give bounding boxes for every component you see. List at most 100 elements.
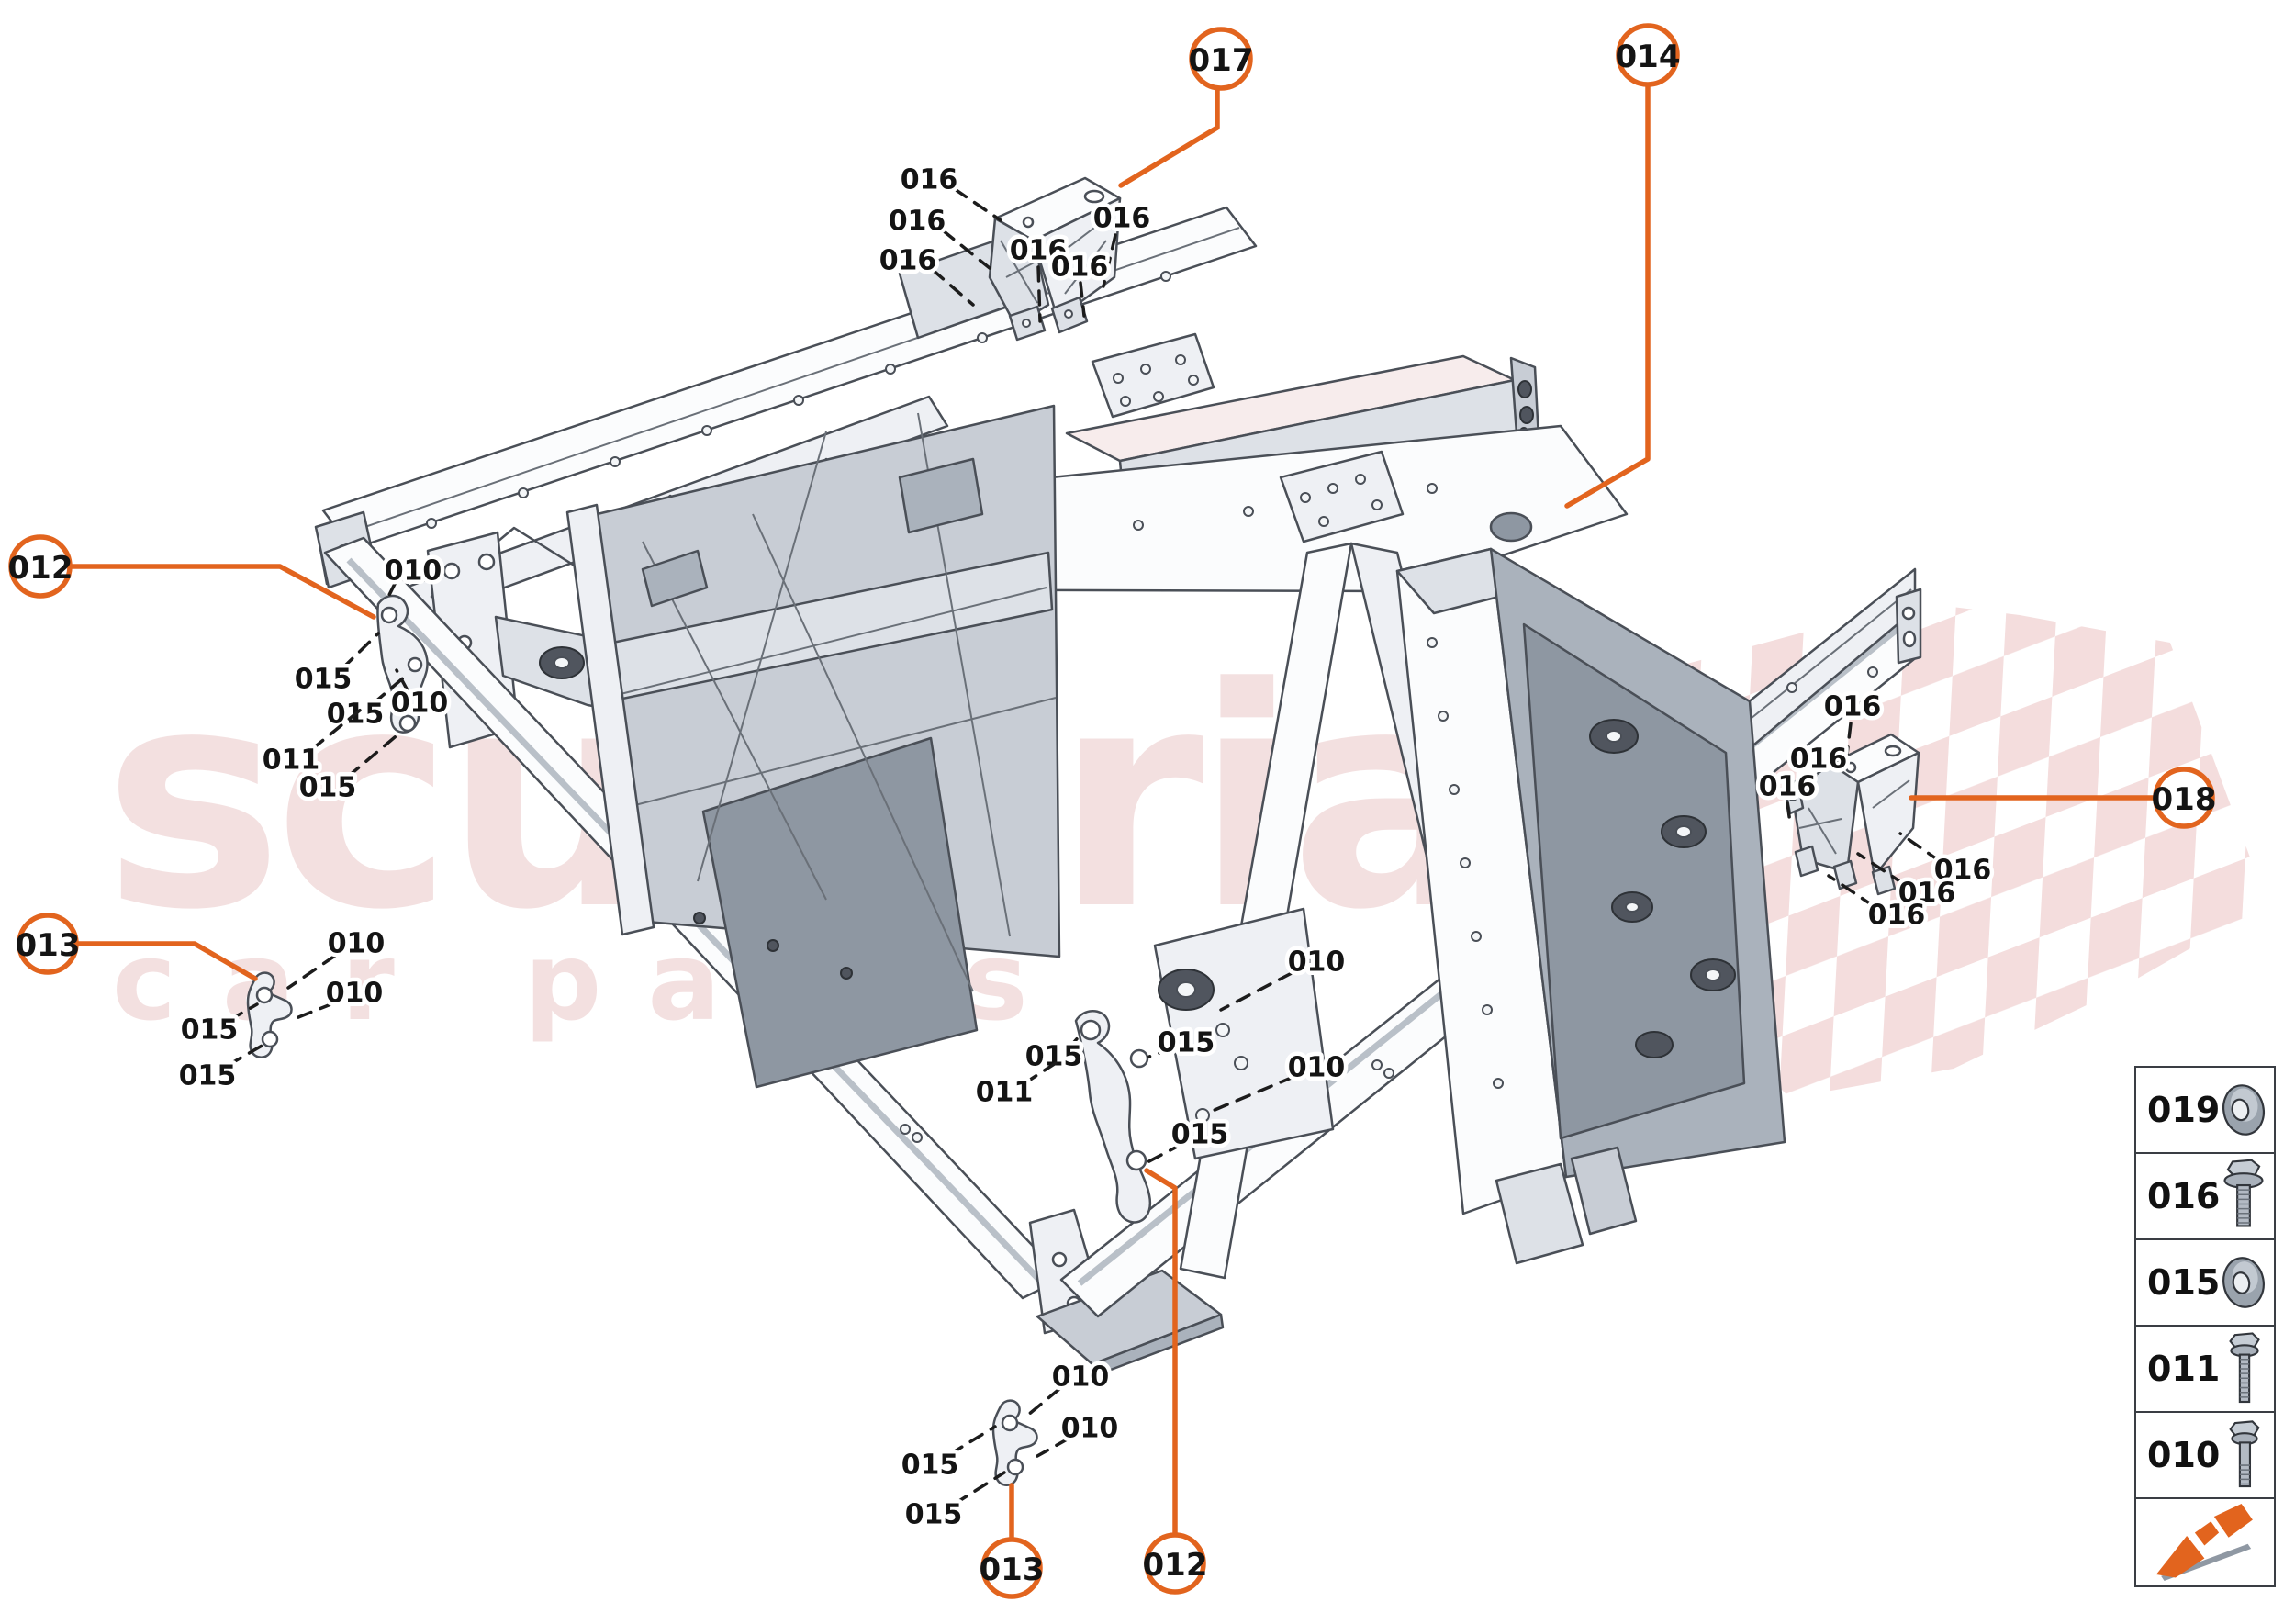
part-label-text: 010 xyxy=(391,688,449,720)
callout-circle[interactable] xyxy=(1189,27,1253,91)
part-label-016: 016 xyxy=(1786,739,1852,801)
label-leader-dashed-line xyxy=(1079,281,1086,318)
part-label-010: 010 xyxy=(1021,1357,1114,1421)
part-label-text: 015 xyxy=(1158,1027,1215,1059)
callout-012[interactable]: 012 xyxy=(8,534,376,620)
part-label-text: 016 xyxy=(1093,203,1151,235)
callout-leader-line xyxy=(1144,1168,1178,1538)
part-label-text: 015 xyxy=(1171,1119,1229,1151)
washer-icon xyxy=(2222,1084,2266,1136)
label-leader-dashed-line xyxy=(1845,722,1853,756)
part-label-011: 011 xyxy=(971,1061,1058,1113)
part-label-011: 011 xyxy=(258,703,368,780)
part-label-text: 015 xyxy=(901,1450,959,1482)
label-leader-dashed-line xyxy=(384,580,397,604)
label-leader-dashed-line xyxy=(1786,801,1792,824)
part-label-010: 010 xyxy=(386,668,453,723)
legend-part-number: 010 xyxy=(2147,1435,2221,1475)
part-label-text: 010 xyxy=(1061,1413,1119,1445)
label-leader-dashed-line xyxy=(1036,265,1042,323)
part-label-text: 010 xyxy=(1288,1052,1346,1084)
label-leader-dashed-line xyxy=(395,668,410,694)
callout-leader-line xyxy=(1564,82,1651,509)
callout-circle[interactable] xyxy=(1144,1532,1206,1595)
callout-circle[interactable] xyxy=(2153,767,2215,829)
callout-circle[interactable] xyxy=(980,1537,1043,1599)
part-label-015: 015 xyxy=(1148,1023,1219,1063)
part-label-text: 016 xyxy=(1934,855,1992,887)
part-label-015: 015 xyxy=(901,1471,1006,1535)
callout-leader-line xyxy=(74,941,258,981)
washer-icon xyxy=(2222,1257,2266,1308)
part-label-016: 016 xyxy=(884,201,991,270)
brand-arrow-logo xyxy=(2155,1504,2253,1581)
label-leader-dashed-line xyxy=(1146,1142,1184,1164)
callout-013[interactable]: 013 xyxy=(980,1483,1045,1599)
label-leader-dashed-line xyxy=(1809,774,1818,801)
part-label-text: 015 xyxy=(179,1060,237,1092)
legend-row-016[interactable]: 016 xyxy=(2136,1154,2274,1240)
bolt-icon xyxy=(2229,1420,2260,1488)
callout-number: 013 xyxy=(16,927,81,964)
callout-leader-line xyxy=(1118,85,1220,188)
part-label-010: 010 xyxy=(1219,942,1349,1012)
callout-number: 013 xyxy=(980,1551,1045,1588)
long-bolt-icon xyxy=(2229,1332,2260,1404)
callout-018[interactable]: 018 xyxy=(1909,767,2217,829)
label-leader-dashed-line xyxy=(346,731,402,778)
callout-leader-line xyxy=(67,564,376,620)
chassis-illustration xyxy=(246,176,1922,1486)
legend-row-015[interactable]: 015 xyxy=(2136,1240,2274,1327)
label-leader-dashed-line xyxy=(931,268,975,307)
part-label-015: 015 xyxy=(1021,1032,1087,1077)
callout-017[interactable]: 017 xyxy=(1118,27,1254,188)
part-label-text: 011 xyxy=(976,1077,1034,1109)
label-leader-dashed-line xyxy=(1066,1032,1083,1051)
part-label-text: 010 xyxy=(328,928,386,960)
part-label-015: 015 xyxy=(1146,1114,1233,1164)
callout-circle[interactable] xyxy=(8,534,73,599)
part-label-text: 015 xyxy=(295,664,353,696)
callout-circle[interactable] xyxy=(1616,23,1680,87)
part-label-text: 015 xyxy=(181,1014,239,1047)
part-label-015: 015 xyxy=(295,731,402,808)
part-label-015: 015 xyxy=(290,632,380,700)
legend-part-number: 015 xyxy=(2147,1262,2221,1303)
callouts-layer: 017 014 012 013 018 013 012 xyxy=(8,23,2217,1599)
legend-table: 019 016 015 xyxy=(2134,1066,2276,1587)
part-label-text: 016 xyxy=(1790,744,1848,776)
label-leader-dashed-line xyxy=(1148,1047,1174,1058)
callout-number: 014 xyxy=(1616,39,1681,75)
callout-number: 017 xyxy=(1189,42,1254,79)
part-label-016: 016 xyxy=(1827,874,1930,935)
label-leader-dashed-line xyxy=(228,1002,259,1022)
callout-013[interactable]: 013 xyxy=(16,913,258,981)
callout-number: 012 xyxy=(8,550,73,587)
legend-row-011[interactable]: 011 xyxy=(2136,1327,2274,1413)
callout-012[interactable]: 012 xyxy=(1143,1168,1208,1595)
legend-row-010[interactable]: 010 xyxy=(2136,1413,2274,1499)
part-label-016: 016 xyxy=(875,241,975,307)
callout-circle[interactable] xyxy=(17,913,79,975)
part-label-text: 010 xyxy=(385,555,442,588)
legend-part-number: 011 xyxy=(2147,1349,2221,1389)
part-label-010: 010 xyxy=(380,551,446,604)
legend-part-number: 019 xyxy=(2147,1090,2221,1130)
part-label-016: 016 xyxy=(1898,832,1996,890)
part-label-text: 016 xyxy=(879,245,937,277)
part-label-text: 010 xyxy=(1052,1361,1110,1394)
part-012-bracket-center xyxy=(1074,1010,1152,1224)
part-label-text: 016 xyxy=(1759,771,1817,803)
label-leader-dashed-line xyxy=(227,1039,272,1067)
callout-014[interactable]: 014 xyxy=(1564,23,1681,509)
part-label-text: 016 xyxy=(1051,252,1109,284)
label-leader-dashed-line xyxy=(1036,1437,1070,1458)
label-leader-dashed-line xyxy=(1856,852,1906,886)
callout-number: 018 xyxy=(2152,781,2217,818)
part-label-text: 010 xyxy=(1288,946,1346,979)
legend-row-019[interactable]: 019 xyxy=(2136,1068,2274,1154)
label-leader-dashed-line xyxy=(953,187,1002,222)
part-label-text: 015 xyxy=(905,1499,963,1531)
